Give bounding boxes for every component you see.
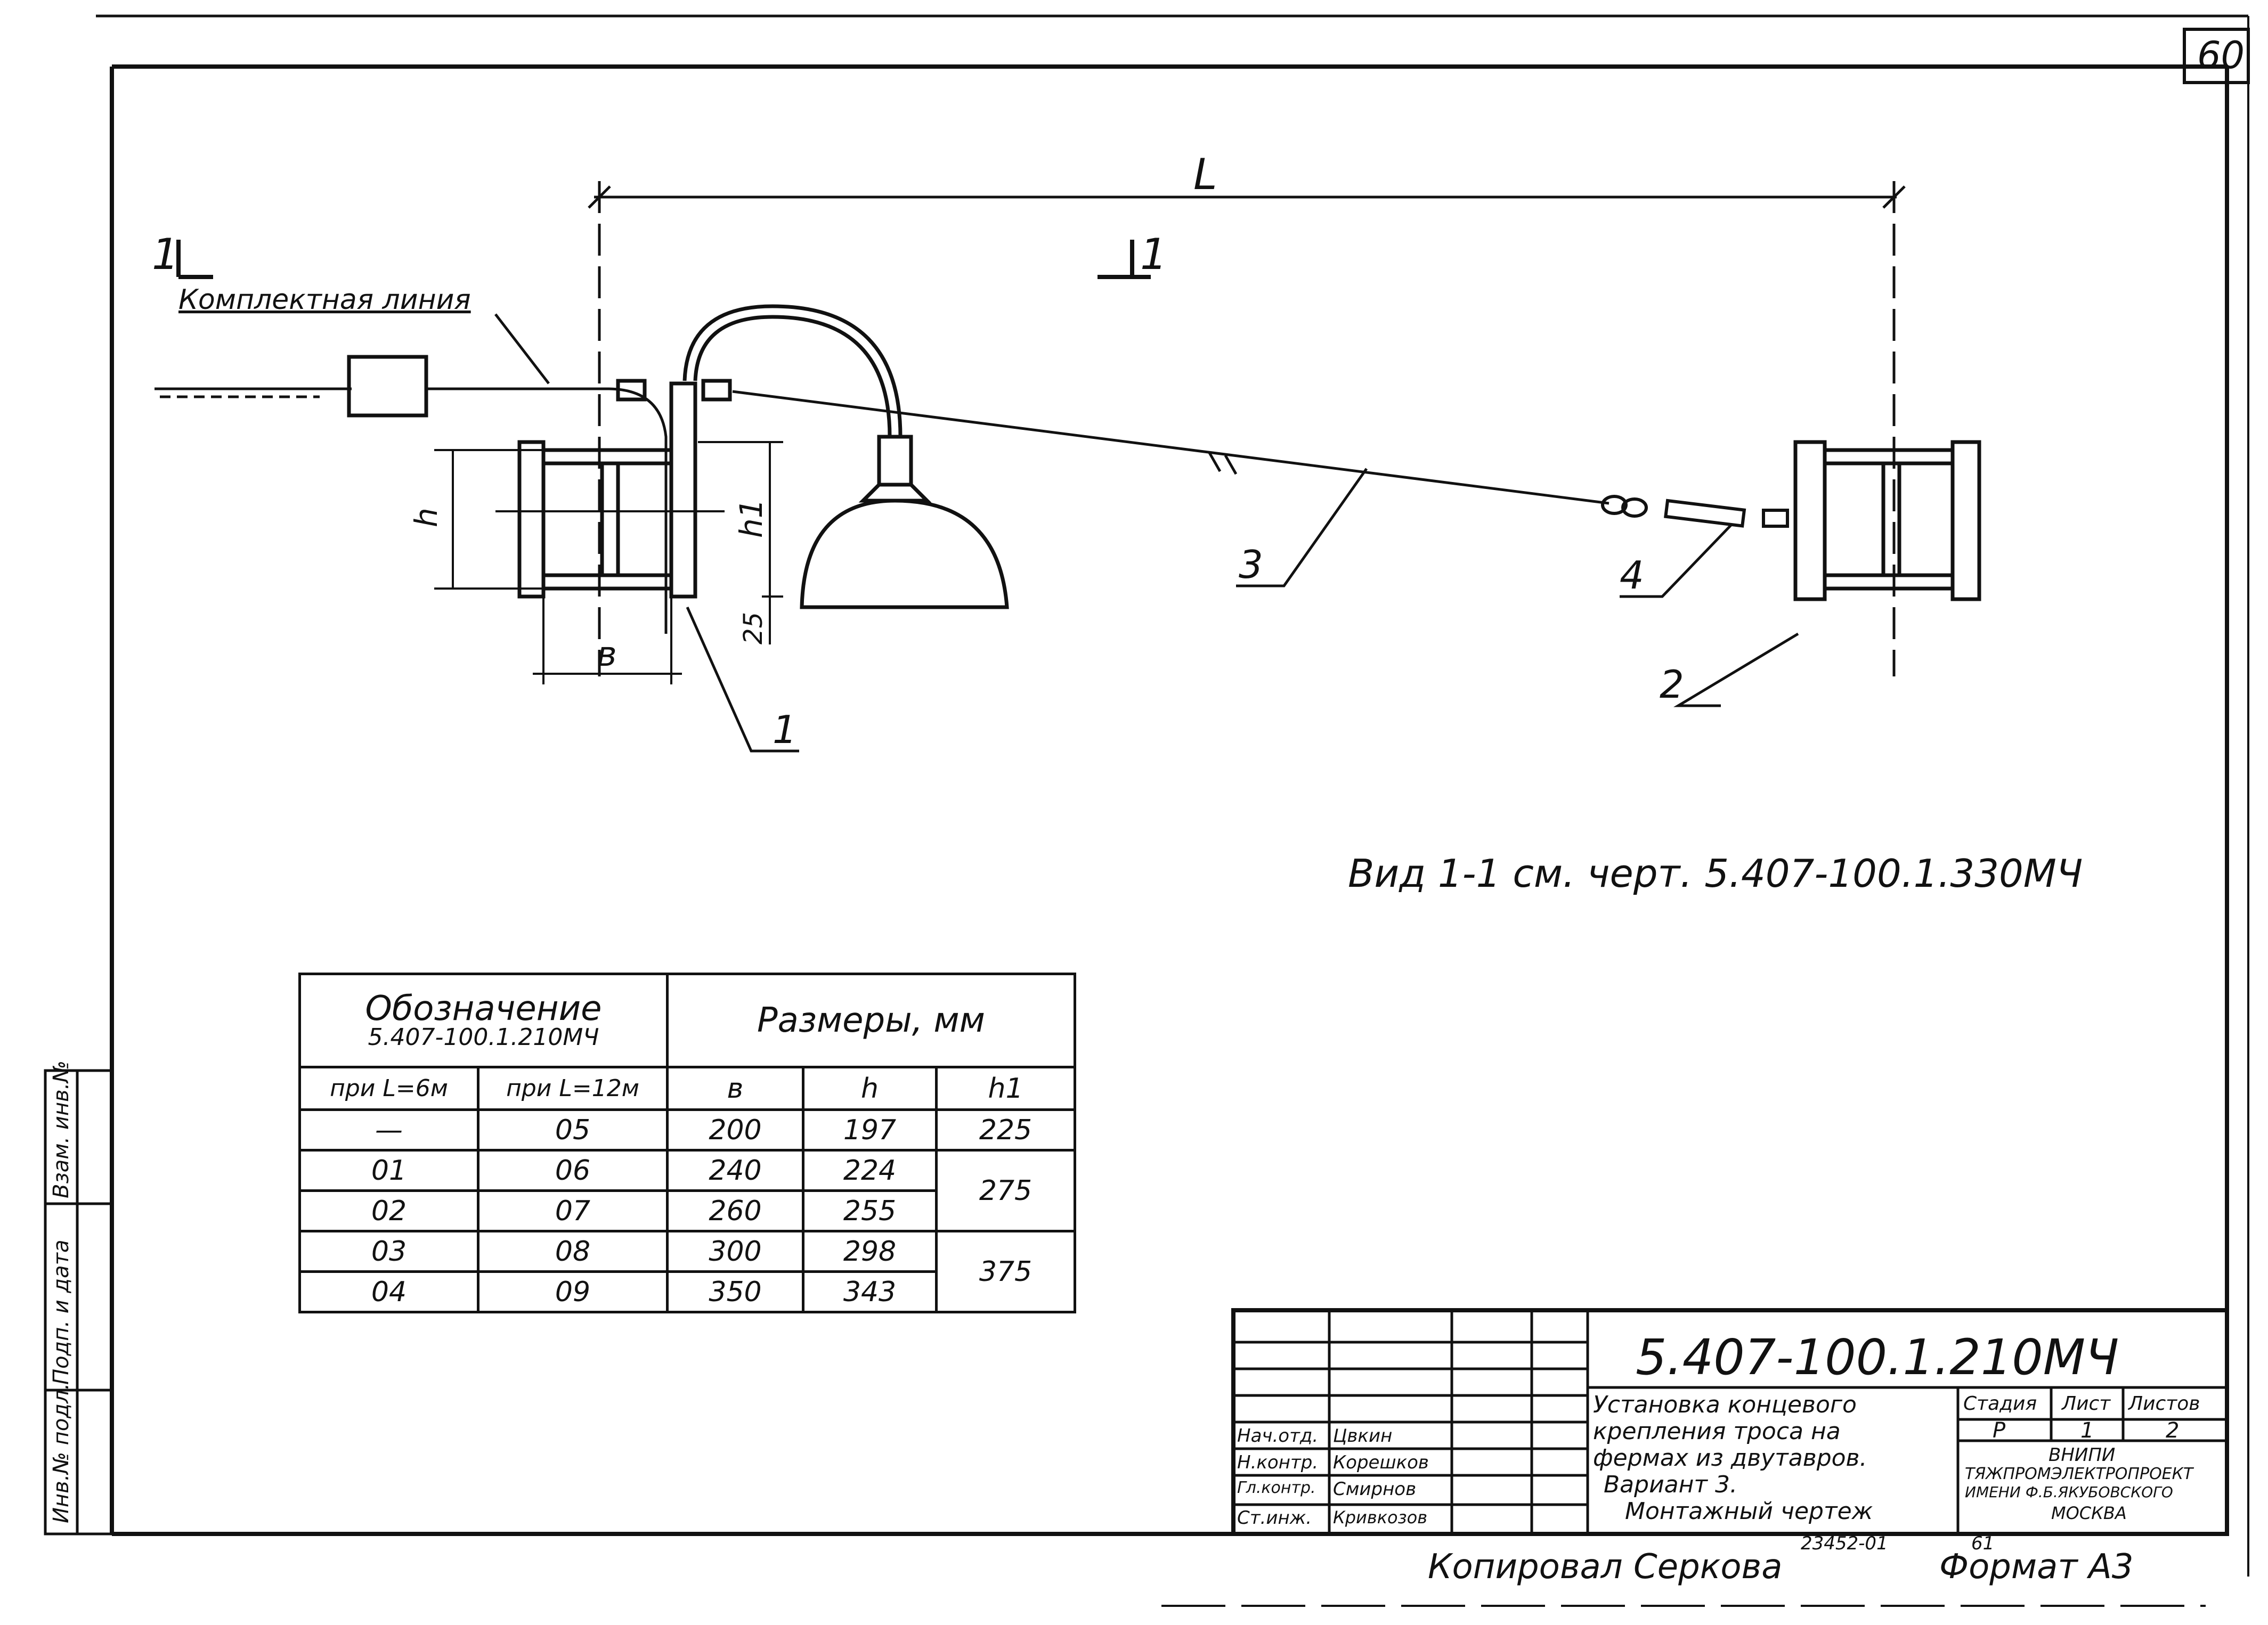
cell-l6: 04 [298,1270,479,1313]
col-header-b: в [666,1066,804,1111]
cell-h: 298 [802,1230,938,1273]
cell-b: 240 [666,1149,804,1192]
cell-h: 197 [802,1108,938,1152]
section-marker-mid [1098,240,1151,279]
section-marker-mid-label: 1 [1140,230,1167,279]
cell-h: 343 [802,1270,938,1313]
tensioner [1601,495,1789,528]
col-header-l6: при L=6м [298,1066,479,1111]
table-row: 03 08 300 298 375 [298,1230,1077,1313]
archive-number: 23452-01 [1801,1533,1888,1554]
cell-h1: 275 [934,1149,1077,1232]
role-label: Нач.отд. [1237,1425,1319,1447]
dim-h1: h1 [733,499,769,538]
cell-l12: 09 [477,1270,669,1313]
dim-b: в [597,635,617,674]
cable [732,390,1609,505]
cell-l12: 06 [477,1149,669,1192]
cell-b: 350 [666,1270,804,1313]
section-marker-left-label: 1 [152,230,179,279]
side-stamp-field-3: Взам. инв.№ [49,1060,74,1198]
cell-h1: 375 [934,1230,1077,1313]
side-stamp-field-1: Инв.№ подл. [49,1383,74,1523]
incoming-cable [155,355,668,634]
cell-b: 200 [666,1108,804,1152]
drawing-code: 5.407-100.1.210МЧ [1636,1329,2119,1386]
org-line: ВНИПИ [2048,1444,2116,1466]
cell-l6: 01 [298,1149,479,1192]
stage-header: Стадия [1963,1393,2037,1415]
col-header-l12: при L=12м [477,1066,669,1111]
cell-h: 224 [802,1149,938,1192]
signer-name: Кривкозов [1333,1507,1428,1528]
clamp-plate [616,379,732,599]
line-label-leader [494,313,550,385]
cell-l6: 02 [298,1189,479,1232]
section-marker-left [176,240,213,279]
callout-leaders [686,468,1799,753]
dim-h: h [408,508,444,527]
title-line: Вариант 3. [1604,1471,1738,1498]
title-block-grid [1231,1308,2229,1536]
side-stamp [44,1069,113,1536]
title-line: фермах из двутавров. [1593,1444,1867,1472]
sheets-value: 2 [2166,1418,2180,1443]
callout-4: 4 [1620,553,1644,598]
view-note: Вид 1-1 см. черт. 5.407-100.1.330МЧ [1348,851,2083,896]
sheets-header: Листов [2128,1393,2200,1415]
role-label: Н.контр. [1237,1452,1319,1473]
signer-name: Смирнов [1333,1479,1417,1500]
side-stamp-field-2: Подп. и дата [49,1240,74,1385]
dim-25: 25 [738,612,768,644]
archive-sheet: 61 [1971,1533,1995,1554]
callout-2: 2 [1660,662,1684,707]
cell-b: 300 [666,1230,804,1273]
title-line: Установка концевого [1593,1391,1857,1418]
col-header-h: h [802,1066,938,1111]
copied-by: Копировал Серкова [1428,1547,1783,1587]
title-line: крепления троса на [1593,1418,1841,1445]
dimensions-left [452,441,783,684]
stage-value: Р [1993,1418,2006,1443]
table-row: — 05 200 197 225 [298,1108,1077,1152]
signer-name: Корешков [1333,1452,1429,1473]
role-label: Гл.контр. [1237,1479,1316,1497]
table-row: 04 09 350 343 [298,1270,1075,1313]
org-line: МОСКВА [2051,1503,2127,1523]
org-line: ТЯЖПРОМЭЛЕКТРОПРОЕКТ [1965,1465,2193,1483]
header-sizes: Размеры, мм [665,973,1077,1068]
line-label: Комплектная линия [178,284,471,316]
cell-h: 255 [802,1189,938,1232]
callout-3: 3 [1239,542,1263,587]
lamp [682,304,1009,609]
dimension-table: Обозначение 5.407-100.1.210МЧ Размеры, м… [298,973,1077,1313]
page-number: 60 [2197,34,2245,77]
header-designation: Обозначение [365,989,602,1028]
cell-b: 260 [666,1189,804,1232]
callout-1: 1 [773,707,797,752]
cell-l6: — [298,1108,479,1152]
table-row: 01 06 240 224 275 [298,1149,1077,1232]
cell-h1: 225 [934,1108,1077,1152]
col-header-h1: h1 [934,1066,1077,1111]
sheet-header: Лист [2062,1393,2111,1415]
cell-l12: 05 [477,1108,669,1152]
org-line: ИМЕНИ Ф.Б.ЯКУБОВСКОГО [1965,1483,2173,1501]
cell-l12: 07 [477,1189,669,1232]
table-row: 02 07 260 255 [298,1189,1075,1232]
signer-name: Цвкин [1333,1425,1393,1447]
title-line: Монтажный чертеж [1625,1498,1873,1525]
right-girder [1793,440,1981,601]
format-label: Формат А3 [1939,1547,2134,1587]
role-label: Ст.инж. [1237,1507,1312,1529]
header-designation-cell: Обозначение 5.407-100.1.210МЧ [298,973,669,1068]
cell-l6: 03 [298,1230,479,1273]
sheet-value: 1 [2080,1418,2094,1443]
cell-l12: 08 [477,1230,669,1273]
left-girder [434,440,725,599]
dimension-span-L [588,181,1906,676]
span-label: L [1193,150,1217,199]
header-designation-code: 5.407-100.1.210МЧ [368,1024,599,1051]
